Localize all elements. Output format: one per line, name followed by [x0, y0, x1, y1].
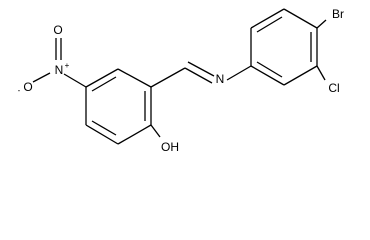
nitro-nitrogen-label: N	[55, 63, 64, 77]
ring-a-bond	[117, 124, 152, 145]
c-oh-bond	[150, 124, 161, 138]
chlorine-label: Cl	[328, 81, 339, 95]
c-nitro-bond	[63, 73, 87, 88]
bromine-label: Br	[332, 7, 344, 21]
nitro-oxygen-charge: -	[18, 86, 21, 95]
chemical-structure-diagram: Br Cl N N + O O - OH	[18, 7, 344, 154]
ring-a-bond	[85, 68, 119, 88]
phenol-ring	[85, 68, 152, 145]
halophenyl-ring	[250, 8, 318, 86]
ring-b-bond	[283, 8, 318, 29]
imine-nitrogen-label: N	[216, 72, 225, 86]
ring-a-bond	[85, 124, 119, 145]
c-cl-bond	[316, 65, 326, 81]
hydroxyl-label: OH	[161, 140, 179, 154]
ring-b-double-bond	[256, 61, 283, 78]
ring-b-bond	[250, 65, 285, 86]
nitro-oxygen-left-label: O	[23, 80, 32, 94]
ring-b-bond	[250, 8, 285, 29]
ring-b-bond	[283, 65, 318, 86]
n-o-single-bond	[32, 72, 51, 83]
nitro-nitrogen-charge: +	[65, 61, 70, 70]
c-br-bond	[316, 19, 327, 29]
aryl-ch-bond	[150, 67, 186, 88]
ch-n-double-bond	[184, 67, 213, 84]
n-aryl-bond	[226, 65, 252, 81]
ring-a-double-bond	[91, 76, 117, 92]
ch-n-double-bond	[187, 61, 215, 77]
structure-svg: Br Cl N N + O O - OH	[18, 7, 344, 154]
ring-a-double-bond	[91, 120, 117, 136]
ring-b-double-bond	[256, 16, 283, 33]
nitro-oxygen-top-label: O	[53, 23, 62, 37]
imine-linker	[150, 61, 252, 88]
ring-a-bond	[117, 68, 152, 88]
